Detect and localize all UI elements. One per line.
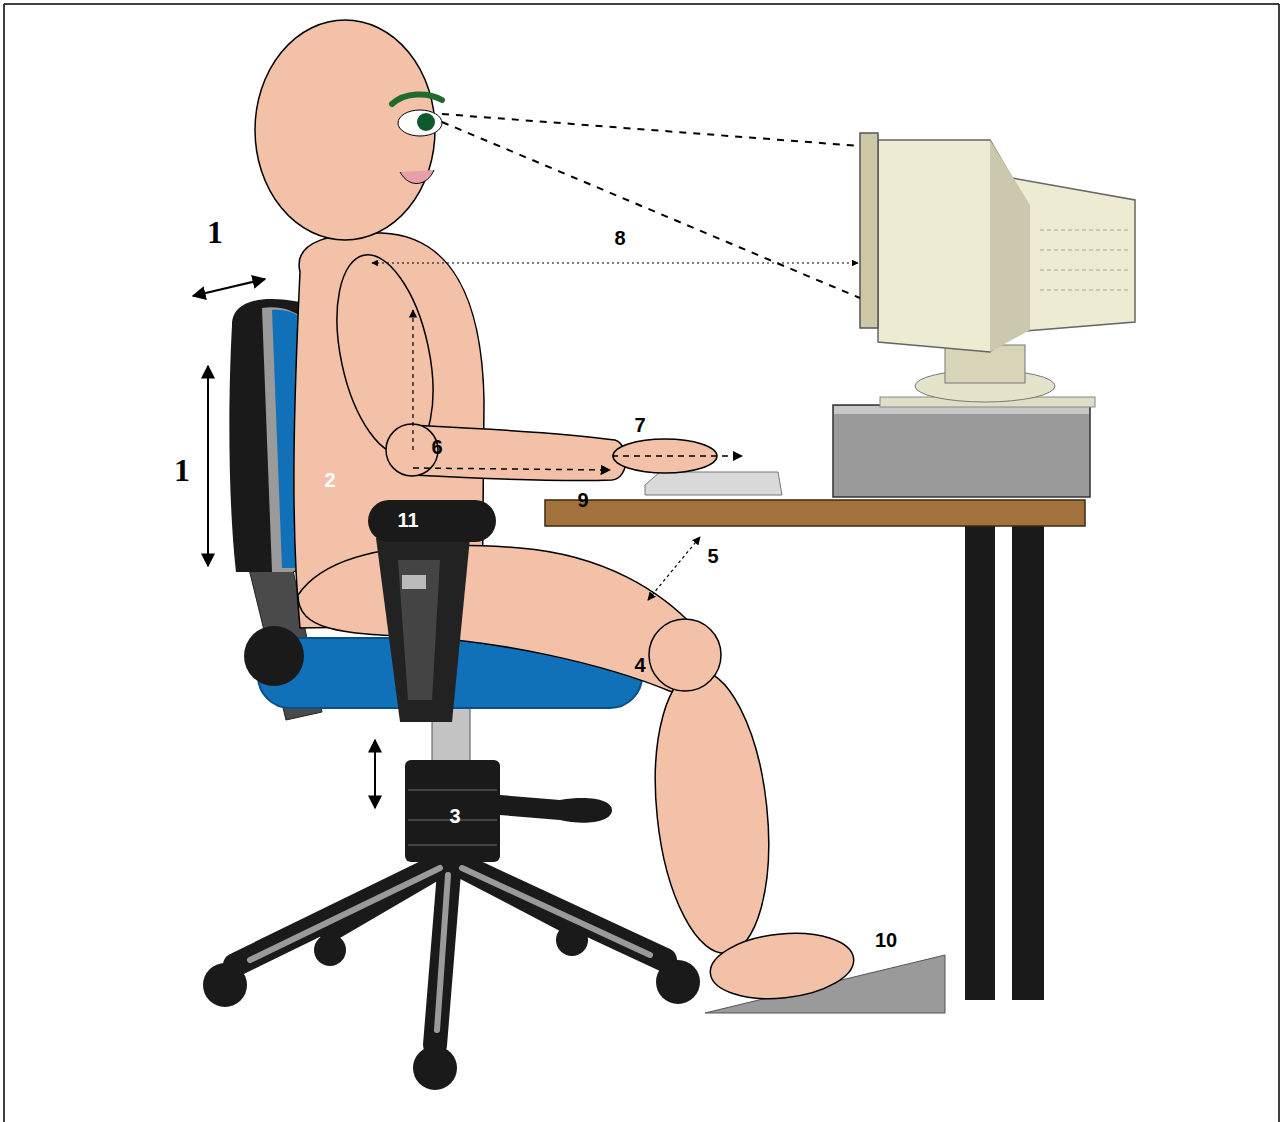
monitor-vent — [1040, 290, 1130, 291]
sight-line — [442, 114, 860, 146]
adjust-arrow — [207, 366, 209, 566]
armrest-pad — [368, 500, 496, 542]
frame-line — [1278, 4, 1280, 1122]
monitor-shade — [990, 140, 1030, 352]
mouth — [400, 170, 434, 184]
height-lever — [500, 795, 612, 823]
chair-wheel — [203, 963, 247, 1007]
elbow — [386, 424, 438, 476]
pupil — [417, 113, 435, 131]
tilt-knob — [244, 626, 304, 686]
cylinder-ring — [408, 789, 497, 791]
chair-wheel — [314, 934, 346, 966]
clearance-arrow — [648, 537, 700, 600]
sight-line — [442, 122, 860, 298]
lower-leg — [642, 665, 781, 959]
callout-number: 4 — [634, 655, 645, 675]
adjust-arrow — [193, 279, 265, 296]
monitor-vent — [1040, 250, 1130, 251]
monitor-body — [878, 140, 1135, 352]
callout-number: 7 — [634, 415, 645, 435]
callout-number: 10 — [875, 930, 897, 950]
keyboard — [645, 472, 782, 495]
callout-number: 2 — [324, 470, 335, 490]
thigh — [298, 545, 695, 692]
chair-leg — [435, 860, 450, 1045]
frame-line — [4, 3, 1279, 5]
callout-number: 1 — [174, 454, 190, 486]
callout-number: 9 — [577, 490, 588, 510]
chair-leg — [235, 860, 450, 965]
desk-top — [545, 500, 1085, 526]
foot — [707, 927, 857, 1006]
callout-number: 3 — [449, 806, 460, 826]
monitor-vent — [1040, 270, 1130, 271]
armrest-post-stripe — [398, 560, 440, 700]
distance-arrow — [372, 263, 858, 264]
desk-leg — [1012, 525, 1044, 1000]
monitor-vent — [1040, 230, 1130, 231]
chair-wheel — [656, 960, 700, 1004]
chair-leg — [450, 860, 665, 960]
eyebrow — [392, 94, 442, 104]
chair-leg-stripe — [462, 868, 650, 955]
callout-number: 1 — [207, 216, 223, 248]
armrest-button — [402, 575, 426, 589]
callout-number: 8 — [614, 228, 625, 248]
chair-wheel — [556, 924, 588, 956]
callout-number: 5 — [707, 546, 718, 566]
cylinder-ring — [408, 844, 497, 846]
chair-leg-stripe — [437, 875, 448, 1030]
knee — [649, 619, 721, 691]
chair-base — [203, 860, 700, 1090]
forearm — [410, 425, 626, 481]
callout-number: 6 — [431, 437, 442, 457]
armrest-post — [376, 538, 470, 722]
desk-leg — [965, 525, 995, 1000]
angle-arrow — [413, 468, 610, 470]
callout-number: 11 — [397, 510, 418, 530]
wrist-arrow — [612, 455, 742, 457]
adjust-arrow — [374, 740, 376, 808]
chair-wheel — [413, 1046, 457, 1090]
frame-line — [3, 4, 5, 1122]
chair-cylinder — [405, 760, 500, 862]
monitor-screen — [860, 133, 878, 328]
eye — [398, 110, 442, 136]
angle-arrow — [412, 310, 413, 450]
computer-case — [833, 405, 1090, 497]
